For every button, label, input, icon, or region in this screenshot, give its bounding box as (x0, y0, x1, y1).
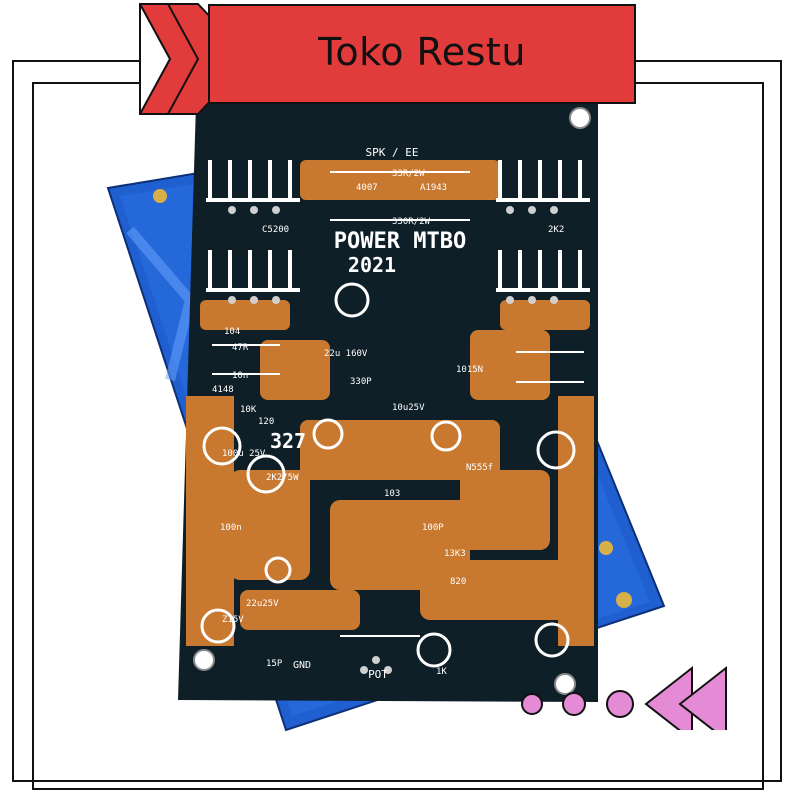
board-title-line2: 2021 (348, 253, 396, 277)
silk-label: Z15V (222, 615, 244, 625)
silk-label: 104 (224, 327, 240, 337)
silk-label: 100P (422, 523, 444, 533)
silk-label: 22u 160V (324, 349, 368, 359)
silk-label: 100u 25V (222, 449, 266, 459)
silk-label: 1015N (456, 365, 483, 375)
silk-label: 10u25V (392, 403, 425, 413)
pot-label: POT (368, 668, 388, 681)
silk-label: 10K (240, 405, 257, 415)
silk-label: 2K2 (548, 225, 564, 235)
silk-label: 330P (350, 377, 372, 387)
silk-label: 13K3 (444, 549, 466, 559)
silk-label: A1943 (420, 183, 447, 193)
silk-label: 100n (220, 523, 242, 533)
pink-rewind-icon (521, 665, 727, 730)
silk-label: 15P (266, 659, 283, 669)
silk-label: 33R/2W (392, 169, 425, 179)
silk-label: 47R (232, 343, 249, 353)
silk-label: 120 (258, 417, 274, 427)
silk-label: 10n (232, 371, 248, 381)
gnd-label: GND (293, 660, 311, 671)
store-title-banner: Toko Restu (208, 4, 636, 104)
silk-label: N555f (466, 463, 493, 473)
board-title-line1: POWER MTBO (334, 229, 466, 254)
main-pcb-board (178, 104, 598, 702)
silk-label: 103 (384, 489, 400, 499)
speaker-connector-label: SPK / EE (366, 146, 419, 159)
silk-label: 4148 (212, 385, 234, 395)
silk-label: 1K (436, 667, 447, 677)
board-model-number: 327 (270, 429, 306, 453)
silk-label: 330R/2W (392, 217, 431, 227)
silk-label: 4007 (356, 183, 378, 193)
silk-label: 22u25V (246, 599, 279, 609)
silk-label: 2K2/5W (266, 473, 299, 483)
store-name: Toko Restu (318, 30, 526, 74)
silk-label: C5200 (262, 225, 289, 235)
silk-label: 820 (450, 577, 466, 587)
